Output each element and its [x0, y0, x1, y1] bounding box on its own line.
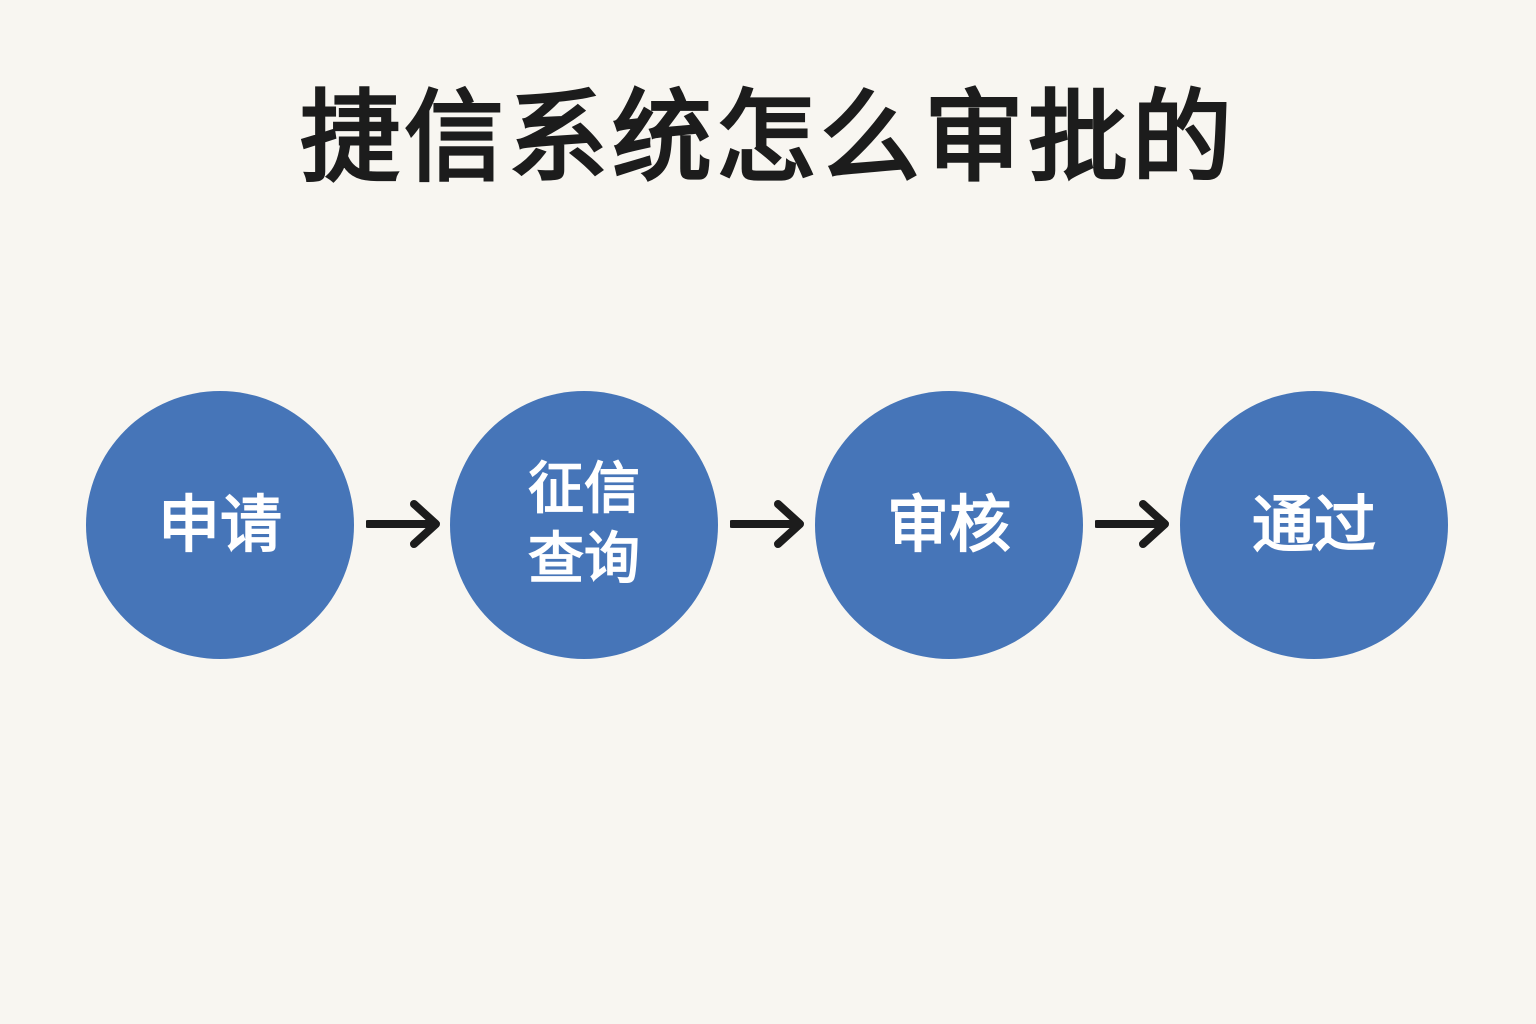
step-review: 审核 [815, 391, 1083, 659]
step-label: 审核 [886, 488, 1011, 561]
step-label: 通过 [1251, 488, 1376, 561]
step-label: 申请 [157, 488, 282, 561]
step-credit-check: 征信查询 [450, 391, 718, 659]
page-title: 捷信系统怎么审批的 [300, 79, 1236, 196]
step-approved: 通过 [1180, 391, 1448, 659]
arrow-icon [366, 500, 440, 548]
arrow-icon [1095, 500, 1169, 548]
step-label: 征信查询 [528, 457, 640, 592]
arrow-icon [730, 500, 804, 548]
step-apply: 申请 [86, 391, 354, 659]
